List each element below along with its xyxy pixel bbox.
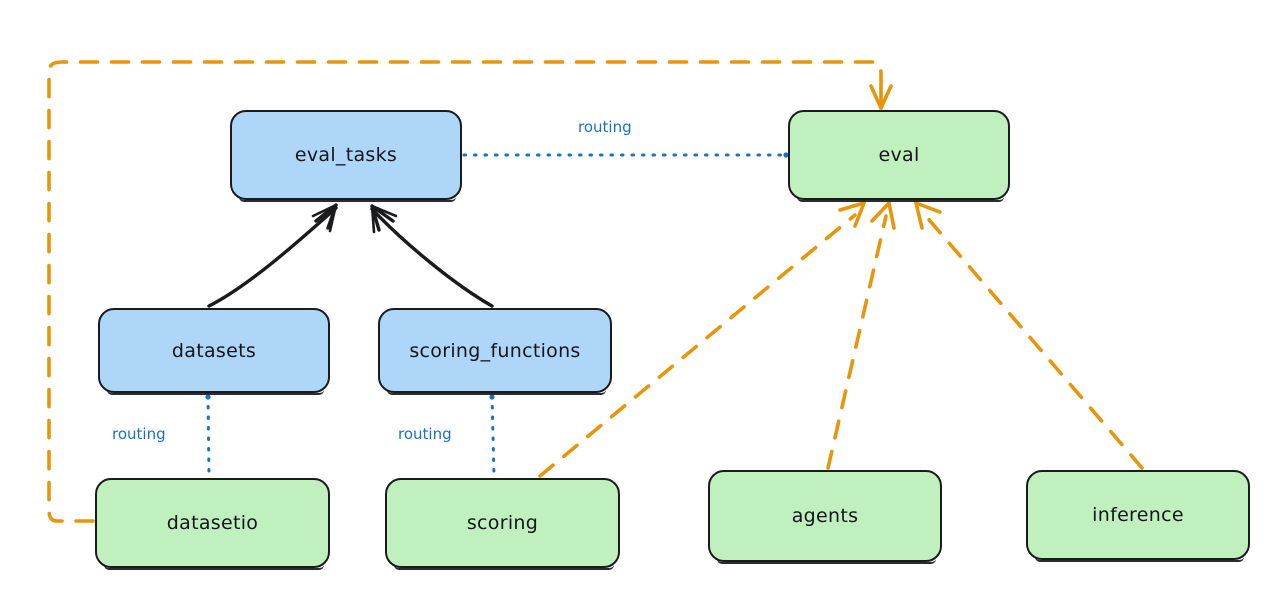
edge-datasets-to-datasetio: [205, 394, 211, 478]
node-label-scoring: scoring: [466, 512, 539, 534]
node-label-datasets: datasets: [171, 339, 257, 362]
node-label-inference: inference: [1092, 504, 1184, 526]
node-label-scoring-functions: scoring_functions: [409, 339, 581, 362]
node-label-datasetio: datasetio: [166, 512, 259, 534]
edge-scoring_functions-to-eval_tasks: [370, 204, 494, 308]
node-eval-tasks[interactable]: eval_tasks: [230, 110, 462, 202]
edge-inference-to-eval: [914, 201, 1144, 470]
edge-eval_tasks-to-eval: [462, 152, 789, 158]
node-inference[interactable]: inference: [1026, 470, 1250, 562]
edge-datasets-to-eval_tasks: [207, 203, 338, 308]
node-scoring-functions[interactable]: scoring_functions: [378, 308, 612, 395]
edge-datasetio-to-eval: [47, 60, 893, 523]
node-agents[interactable]: agents: [708, 470, 942, 564]
node-datasets[interactable]: datasets: [98, 308, 330, 395]
edge-label-routing-eval-tasks-eval: routing: [578, 118, 632, 136]
node-label-eval-tasks: eval_tasks: [294, 144, 398, 166]
node-label-eval: eval: [878, 144, 920, 166]
edge-agents-to-eval: [826, 201, 896, 470]
node-scoring[interactable]: scoring: [385, 478, 620, 570]
edge-scoring_functions-to-scoring: [489, 394, 496, 478]
edge-label-routing-scoring-functions-scoring: routing: [398, 425, 452, 443]
node-datasetio[interactable]: datasetio: [95, 478, 330, 570]
edge-label-routing-datasets-datasetio: routing: [112, 425, 166, 443]
node-label-agents: agents: [791, 505, 859, 527]
node-eval[interactable]: eval: [788, 110, 1010, 202]
